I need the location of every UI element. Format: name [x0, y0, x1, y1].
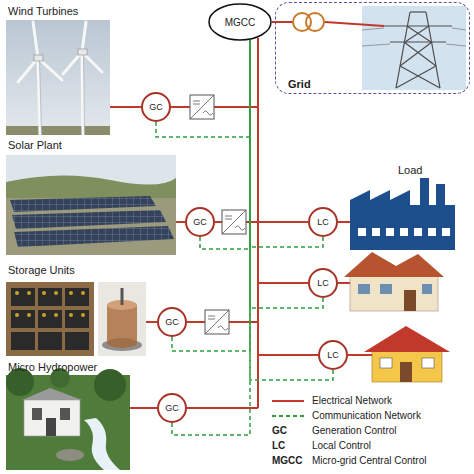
generation-control: GC	[141, 92, 171, 122]
outline	[142, 93, 170, 121]
node-text: GC	[193, 217, 207, 227]
generation-control: GC	[157, 393, 187, 423]
picture-caption: Load	[398, 164, 422, 176]
factory-load-icon	[350, 178, 455, 250]
node-text: Grid	[288, 78, 311, 90]
local-control: LC	[318, 340, 348, 370]
communication-link	[172, 40, 250, 351]
legend-definition: Generation Control	[312, 425, 397, 436]
house-load-icon	[344, 252, 444, 311]
legend-definition: Micro-grid Central Control	[312, 455, 426, 466]
legend-line-sample	[272, 410, 306, 422]
grid-pylon-picture	[362, 6, 466, 90]
outline	[186, 208, 214, 236]
outline	[158, 394, 186, 422]
wind-turbine-picture	[6, 20, 110, 135]
legend-line	[272, 400, 304, 402]
micro-hydropower-picture	[6, 368, 130, 470]
legend-row: Electrical Network	[272, 395, 468, 408]
legend-definition: Local Control	[312, 440, 371, 451]
central-controller: MGCC	[208, 3, 272, 41]
transformer-symbol	[275, 13, 384, 31]
node-text: LC	[327, 350, 339, 360]
picture-caption: Wind Turbines	[8, 5, 78, 17]
house-load-icon	[364, 326, 450, 382]
communication-link	[172, 40, 250, 435]
legend-abbreviation: GC	[272, 425, 287, 436]
grid-box: Grid	[275, 2, 470, 94]
legend-row: Communication Network	[272, 410, 468, 423]
legend-abbreviation: LC	[272, 440, 285, 451]
node-text: GC	[149, 102, 163, 112]
local-control: LC	[308, 268, 338, 298]
node-text: LC	[317, 217, 329, 227]
legend-abbreviation: MGCC	[272, 455, 303, 466]
node-text: GC	[165, 403, 179, 413]
communication-link	[250, 40, 323, 308]
picture-caption: Solar Plant	[8, 139, 62, 151]
outline	[319, 341, 347, 369]
generation-control: GC	[185, 207, 215, 237]
node-text: GC	[165, 317, 179, 327]
generation-control: GC	[157, 307, 187, 337]
outline	[309, 208, 337, 236]
picture-caption: Micro Hydropower	[8, 361, 97, 373]
solar-plant-picture	[6, 155, 176, 255]
legend-line-sample	[272, 395, 306, 407]
communication-link	[156, 40, 250, 137]
picture-caption: Storage Units	[8, 264, 75, 276]
outline	[158, 308, 186, 336]
legend-text: Electrical Network	[312, 395, 392, 406]
local-control: LC	[308, 207, 338, 237]
legend-line	[272, 415, 304, 417]
node-text: LC	[317, 278, 329, 288]
node-text: MGCC	[225, 17, 256, 28]
outline	[209, 4, 271, 40]
legend-text: Communication Network	[312, 410, 421, 421]
storage-units-picture	[6, 282, 146, 356]
outline	[309, 269, 337, 297]
